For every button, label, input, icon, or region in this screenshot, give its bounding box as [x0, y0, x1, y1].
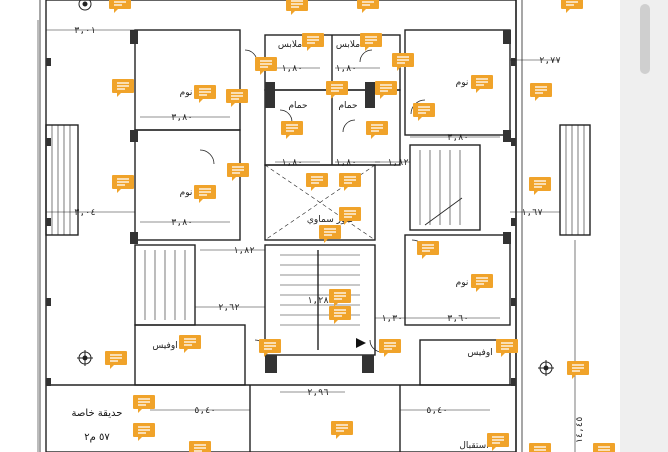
comment-icon[interactable] [255, 57, 277, 75]
comment-icon[interactable] [567, 361, 589, 379]
comment-icon[interactable] [593, 443, 615, 452]
dim-text: ٢,٦٢ [218, 303, 240, 313]
comment-icon[interactable] [194, 185, 216, 203]
comment-icon[interactable] [471, 274, 493, 292]
comment-icon[interactable] [179, 335, 201, 353]
dim-text: ١,٨٠ [281, 64, 303, 74]
comment-icon[interactable] [339, 207, 361, 225]
comment-icon[interactable] [226, 89, 248, 107]
comment-icon[interactable] [487, 433, 509, 451]
north-arrow-right [538, 360, 554, 376]
label-closet-right: ملابس [336, 40, 360, 50]
dim-text: ١,٦٧ [521, 208, 543, 218]
label-bedroom-top-left: نوم [180, 88, 193, 98]
comment-icon[interactable] [227, 163, 249, 181]
label-bedroom-mid-left: نوم [180, 188, 193, 198]
north-arrow-left [77, 350, 93, 366]
dim-text: ٣,٠٤ [74, 208, 96, 218]
label-closet-left: ملابس [278, 40, 302, 50]
scrollbar-track[interactable] [620, 0, 668, 452]
dim-text: ٣,٨٠ [171, 113, 193, 123]
dim-text: ٣,٠١ [74, 26, 96, 36]
comment-icon[interactable] [112, 175, 134, 193]
dim-text: ١,٨٢ [233, 246, 255, 256]
comment-icon[interactable] [360, 33, 382, 51]
dim-text: ٥,٤٠ [194, 406, 216, 416]
comment-icon[interactable] [417, 241, 439, 259]
comment-icon[interactable] [112, 79, 134, 97]
dim-text: ١,٨٢ [387, 158, 409, 168]
comment-icon[interactable] [329, 289, 351, 307]
label-garden-area: ٥٧ م٢ [84, 432, 110, 443]
comment-icon[interactable] [392, 53, 414, 71]
comment-icon[interactable] [302, 33, 324, 51]
comment-icon[interactable] [259, 339, 281, 357]
comment-icon[interactable] [379, 339, 401, 357]
label-bedroom-top-right: نوم [456, 78, 469, 88]
label-bath-right: حمام [338, 101, 357, 111]
scrollbar-thumb[interactable] [640, 4, 650, 74]
comment-icon[interactable] [375, 81, 397, 99]
comment-icon[interactable] [281, 121, 303, 139]
comment-icon[interactable] [105, 351, 127, 369]
comment-icon[interactable] [286, 0, 308, 15]
dimension-texts: ٣,٠١ ٢,٧٧ ١,٨٠ ١,٨٠ ٣,٨٠ ٣,٨٠ ٣,٨٠ ١,٨٠ … [74, 26, 585, 444]
comment-icon[interactable] [413, 103, 435, 121]
dim-text: ١٤,٤٥ [575, 416, 585, 443]
room-labels: ملابس ملابس حمام حمام نوم نوم نوم نوم او… [72, 40, 493, 451]
comment-icon[interactable] [133, 395, 155, 413]
floor-plan-drawing: ملابس ملابس حمام حمام نوم نوم نوم نوم او… [37, 0, 615, 452]
comment-icon[interactable] [529, 443, 551, 452]
dimension-lines [37, 20, 576, 452]
dim-text: ٥,٤٠ [426, 406, 448, 416]
dim-text: ٢,٧٧ [539, 56, 561, 66]
north-arrow-top [78, 0, 92, 11]
comment-icon[interactable] [529, 177, 551, 195]
comment-icon[interactable] [329, 306, 351, 324]
comment-icon[interactable] [306, 173, 328, 191]
dim-text: ٣,٨٠ [171, 218, 193, 228]
comment-icon[interactable] [326, 81, 348, 99]
comment-icon[interactable] [366, 121, 388, 139]
label-light-well: منور سماوي [307, 215, 353, 225]
comment-icon[interactable] [357, 0, 379, 13]
comment-icon[interactable] [194, 85, 216, 103]
dim-text: ٣,٨٠ [447, 133, 469, 143]
label-bedroom-mid-right: نوم [456, 278, 469, 288]
label-office-right: اوفيس [467, 348, 492, 358]
label-bath-left: حمام [288, 101, 307, 111]
label-office-left: اوفيس [152, 341, 177, 351]
dim-text: ١,٢٨ [307, 296, 329, 306]
comment-icon[interactable] [339, 173, 361, 191]
dim-text: ٢,٩٦ [307, 388, 329, 398]
comment-markers [105, 0, 615, 452]
level-marker [356, 338, 366, 348]
dim-text: ١,٨٠ [281, 158, 303, 168]
comment-icon[interactable] [331, 421, 353, 439]
dim-text: ٣,٦٠ [447, 314, 469, 324]
columns [46, 30, 516, 386]
comment-icon[interactable] [133, 423, 155, 441]
comment-icon[interactable] [471, 75, 493, 93]
comment-icon[interactable] [496, 339, 518, 357]
label-garden: حديقة خاصة [72, 408, 123, 419]
dim-text: ١,٣٠ [381, 314, 403, 324]
comment-icon[interactable] [109, 0, 131, 13]
comment-icon[interactable] [189, 441, 211, 452]
dim-text: ١,٨٠ [335, 64, 357, 74]
comment-icon[interactable] [319, 225, 341, 243]
comment-icon[interactable] [561, 0, 583, 13]
label-reception: استقبال [459, 441, 488, 451]
dim-text: ١,٨٠ [335, 158, 357, 168]
comment-icon[interactable] [530, 83, 552, 101]
